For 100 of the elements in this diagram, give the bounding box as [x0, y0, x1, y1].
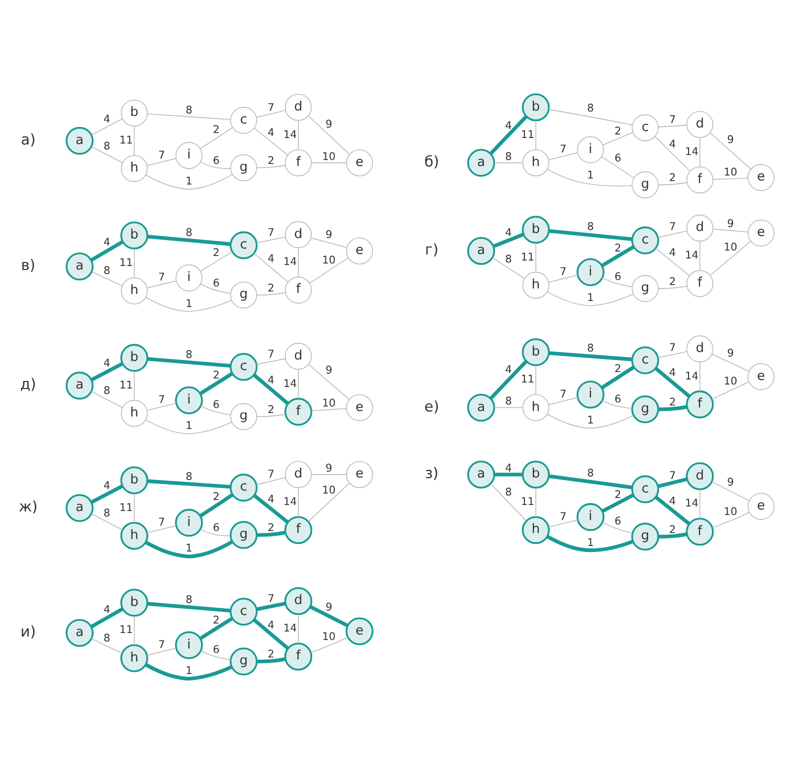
node-circle: i — [175, 508, 203, 537]
label: д) — [20, 376, 36, 394]
node-circle: a — [66, 126, 94, 155]
node-circle: h — [522, 394, 550, 422]
edge-label: 11 — [520, 128, 534, 141]
edge-label: 9 — [326, 601, 332, 614]
edge-label: 2 — [212, 370, 220, 382]
edge-label: 4 — [669, 367, 676, 380]
connector — [710, 132, 752, 170]
connector — [699, 138, 700, 168]
edge-label: 7 — [268, 348, 274, 360]
edge-label: 4 — [669, 247, 676, 260]
node-circle: c — [631, 226, 660, 254]
connector — [254, 128, 288, 156]
connector — [658, 532, 688, 539]
connector — [200, 284, 231, 294]
edge-label: 4 — [104, 604, 110, 616]
edge-label: 1 — [587, 414, 594, 426]
edge-label: 4 — [268, 619, 274, 632]
label: а) — [20, 131, 36, 148]
connector — [492, 232, 524, 248]
edge-label: 4 — [669, 495, 676, 508]
connector — [712, 178, 748, 180]
node-circle: c — [230, 598, 258, 626]
edge-label: 14 — [283, 378, 297, 390]
edge-label: 4 — [505, 364, 512, 376]
edge-label: 4 — [104, 357, 110, 370]
connector — [494, 407, 523, 408]
node-circle: h — [120, 522, 148, 550]
connector — [601, 156, 634, 178]
connector — [601, 493, 634, 513]
edge-label: 8 — [186, 470, 192, 483]
connector — [199, 372, 234, 396]
edge-label: 9 — [727, 476, 734, 489]
connector — [548, 474, 632, 490]
connector — [90, 607, 124, 628]
connector — [146, 525, 177, 534]
connector — [90, 484, 124, 504]
connector — [658, 351, 688, 358]
connector — [91, 638, 123, 654]
connector — [134, 616, 135, 646]
connector — [548, 397, 578, 406]
node-circle: g — [631, 522, 660, 551]
connector — [711, 354, 750, 372]
node-circle: d — [686, 462, 714, 490]
connector — [146, 648, 177, 656]
connector — [145, 419, 232, 434]
edge-label: 7 — [268, 102, 274, 114]
connector — [311, 162, 347, 164]
edge-label: 7 — [669, 221, 676, 234]
connector — [310, 605, 348, 628]
connector — [146, 280, 177, 288]
node-circle: g — [632, 275, 659, 302]
connector — [699, 489, 700, 519]
connector — [311, 474, 347, 475]
connector — [147, 479, 230, 489]
edge-label: 6 — [614, 393, 622, 406]
connector — [256, 414, 286, 418]
node-circle: e — [748, 220, 775, 246]
connector — [308, 482, 350, 522]
connector — [134, 248, 135, 278]
edge-label: 8 — [104, 265, 110, 278]
node-circle: f — [686, 390, 714, 418]
label: е) — [424, 398, 440, 416]
edge-label: 4 — [268, 494, 274, 506]
connector — [548, 274, 578, 283]
edge-label: 10 — [724, 241, 738, 254]
node-circle: g — [230, 648, 258, 676]
connector — [535, 120, 536, 150]
connector — [546, 534, 634, 552]
node-circle: b — [522, 460, 550, 489]
node-circle: a — [467, 237, 496, 265]
connector — [602, 132, 634, 146]
connector — [200, 127, 233, 150]
edge-label: 6 — [614, 152, 622, 165]
connector — [548, 351, 632, 362]
node-circle: i — [576, 503, 604, 531]
edge-label: 7 — [560, 510, 567, 523]
edge-label: 8 — [104, 140, 110, 152]
connector — [655, 248, 690, 276]
connector — [134, 370, 135, 401]
connector — [711, 481, 750, 502]
edge-label: 7 — [158, 516, 166, 528]
node-circle: f — [686, 518, 714, 546]
connector — [256, 358, 286, 365]
edge-label: 9 — [326, 118, 332, 130]
edge-label: 1 — [186, 665, 192, 678]
edge-label: 1 — [587, 170, 594, 182]
connector — [548, 229, 632, 241]
connector — [601, 245, 635, 268]
edge-label: 11 — [119, 379, 133, 392]
edge-label: 7 — [560, 266, 567, 278]
edge-label: 4 — [104, 480, 110, 492]
edge-label: 1 — [587, 292, 594, 304]
node-circle: e — [346, 461, 373, 488]
node-circle: f — [686, 166, 714, 194]
edge-label: 8 — [104, 385, 110, 398]
edge-label: 8 — [505, 150, 512, 163]
edge-label: 7 — [268, 468, 274, 480]
connector — [658, 230, 688, 238]
